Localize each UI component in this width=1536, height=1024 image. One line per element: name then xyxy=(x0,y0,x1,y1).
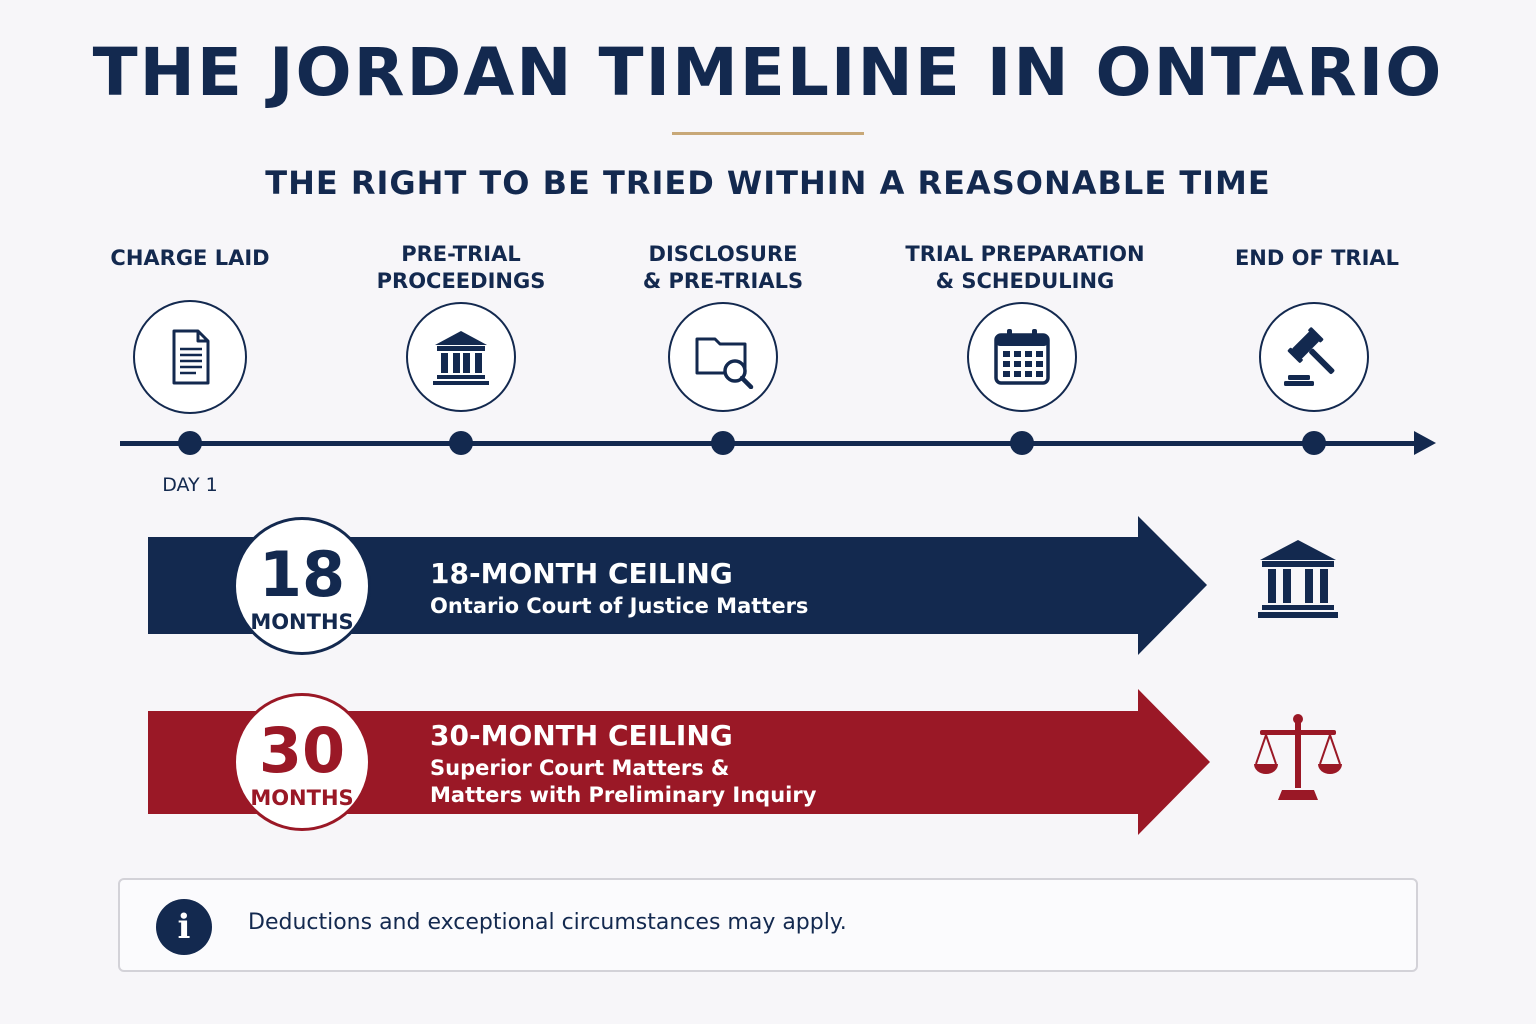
step-circle-charge-laid xyxy=(133,300,247,414)
title-divider xyxy=(672,132,864,135)
scales-of-justice-icon xyxy=(1254,714,1342,800)
step-label-end-of-trial: END OF TRIAL xyxy=(1234,246,1400,270)
folder-search-icon xyxy=(695,337,754,389)
step-label-pre-trial: PRE-TRIAL PROCEEDINGS xyxy=(376,242,546,293)
page-subtitle: THE RIGHT TO BE TRIED WITHIN A REASONABL… xyxy=(265,164,1271,202)
step-circle-trial-preparation xyxy=(967,302,1077,412)
ceiling-badge-18: 18 MONTHS xyxy=(233,517,371,655)
step-label-trial-preparation: TRIAL PREPARATION & SCHEDULING xyxy=(905,242,1145,293)
step-label-charge-laid: CHARGE LAID xyxy=(110,246,270,270)
page-title: THE JORDAN TIMELINE IN ONTARIO xyxy=(92,34,1444,111)
day-one-label: DAY 1 xyxy=(162,474,218,496)
step-label-disclosure: DISCLOSURE & PRE-TRIALS xyxy=(642,242,804,293)
timeline-dot-disclosure xyxy=(711,431,735,455)
timeline-dot-trial-preparation xyxy=(1010,431,1034,455)
ceiling-arrow-18 xyxy=(148,516,1207,655)
ceiling-text-30: 30-MONTH CEILING Superior Court Matters … xyxy=(430,719,816,809)
timeline-axis xyxy=(120,441,1418,446)
timeline-dot-pre-trial xyxy=(449,431,473,455)
info-icon: i xyxy=(156,899,212,955)
note-box: i Deductions and exceptional circumstanc… xyxy=(118,878,1418,972)
note-text: Deductions and exceptional circumstances… xyxy=(248,910,847,935)
courthouse-icon xyxy=(433,331,489,385)
gavel-icon xyxy=(1284,327,1335,386)
ceiling-badge-30: 30 MONTHS xyxy=(233,693,371,831)
ceiling-text-18: 18-MONTH CEILING Ontario Court of Justic… xyxy=(430,557,808,620)
timeline-dot-end-of-trial xyxy=(1302,431,1326,455)
step-circle-end-of-trial xyxy=(1259,302,1369,412)
ceiling-unit-30: MONTHS xyxy=(250,786,354,810)
calendar-icon xyxy=(994,329,1050,385)
timeline-dot-charge-laid xyxy=(178,431,202,455)
ceiling-description-30: Superior Court Matters & Matters with Pr… xyxy=(430,756,817,807)
ceiling-heading-30: 30-MONTH CEILING xyxy=(430,719,733,752)
ceiling-number-18: 18 xyxy=(258,538,346,611)
ceiling-number-30: 30 xyxy=(258,714,346,787)
ceiling-description-18: Ontario Court of Justice Matters xyxy=(430,594,809,618)
ceiling-unit-18: MONTHS xyxy=(250,610,354,634)
ceiling-heading-18: 18-MONTH CEILING xyxy=(430,557,733,590)
step-circle-pre-trial xyxy=(406,302,516,412)
courthouse-icon xyxy=(1258,540,1338,618)
timeline-arrowhead xyxy=(1414,431,1436,455)
ceiling-arrow-30 xyxy=(148,689,1210,835)
step-circle-disclosure xyxy=(668,302,778,412)
document-icon xyxy=(172,329,210,385)
